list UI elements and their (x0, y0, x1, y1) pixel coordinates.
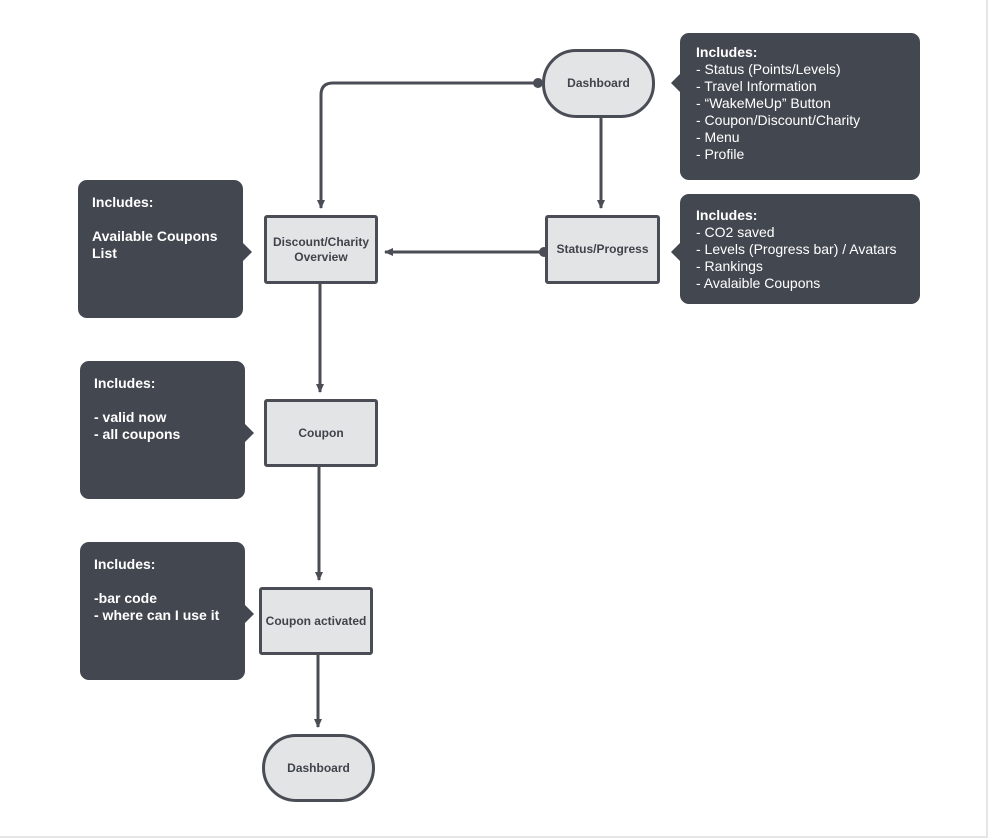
note-line: -bar code (94, 590, 158, 606)
node-label: Status/Progress (556, 242, 649, 256)
note-heading: Includes: (696, 207, 758, 223)
node-label: Discount/Charity Overview (272, 234, 369, 264)
note-line: List (92, 245, 117, 261)
note-heading: Includes: (94, 375, 156, 391)
note-heading: Includes: (92, 194, 154, 210)
node-label: Coupon activated (265, 613, 367, 628)
note-line: - all coupons (94, 426, 181, 442)
node-label: Dashboard (567, 76, 630, 90)
note-heading: Includes: (94, 556, 156, 572)
note-pointer (671, 74, 680, 92)
note-pointer (243, 243, 252, 261)
note-line: - Profile (696, 146, 745, 162)
note-line: - Menu (696, 129, 740, 145)
node-dashboard-bottom: Dashboard (262, 734, 375, 802)
page-border-right (986, 0, 988, 838)
note-line: - Avalaible Coupons (696, 275, 821, 291)
note-line: - CO2 saved (696, 224, 775, 240)
node-label: Dashboard (287, 760, 350, 775)
note-line: - Travel Information (696, 78, 817, 94)
note-line: - “WakeMeUp” Button (696, 95, 831, 111)
note-line: - Status (Points/Levels) (696, 61, 841, 77)
note-pointer (245, 605, 254, 623)
note-coupon: Includes: - valid now - all coupons (80, 361, 254, 499)
node-status-progress: Status/Progress (545, 215, 660, 284)
note-pointer (671, 243, 680, 261)
note-pointer (245, 424, 254, 442)
note-coupon-activated: Includes: -bar code - where can I use it (80, 542, 254, 680)
note-heading: Includes: (696, 44, 758, 60)
note-line: - Levels (Progress bar) / Avatars (696, 241, 897, 257)
note-status: Includes: - CO2 saved - Levels (Progress… (671, 194, 920, 304)
note-line: - where can I use it (94, 607, 220, 623)
node-label: Coupon (298, 425, 344, 440)
note-discount: Includes: Available Coupons List (78, 180, 252, 318)
node-discount-charity-overview: Discount/Charity Overview (264, 215, 378, 284)
note-line: - valid now (94, 409, 167, 425)
connector-dashboard-to-discount (317, 81, 538, 209)
connector-start-dot (533, 78, 543, 88)
note-dashboard: Includes: - Status (Points/Levels) - Tra… (671, 33, 920, 180)
note-line: - Rankings (696, 258, 763, 274)
note-line: - Coupon/Discount/Charity (696, 112, 861, 128)
node-coupon: Coupon (264, 399, 378, 467)
node-coupon-activated: Coupon activated (259, 587, 373, 655)
page-border-bottom (0, 836, 988, 838)
note-line: Available Coupons (92, 228, 218, 244)
node-dashboard-top: Dashboard (542, 49, 655, 118)
